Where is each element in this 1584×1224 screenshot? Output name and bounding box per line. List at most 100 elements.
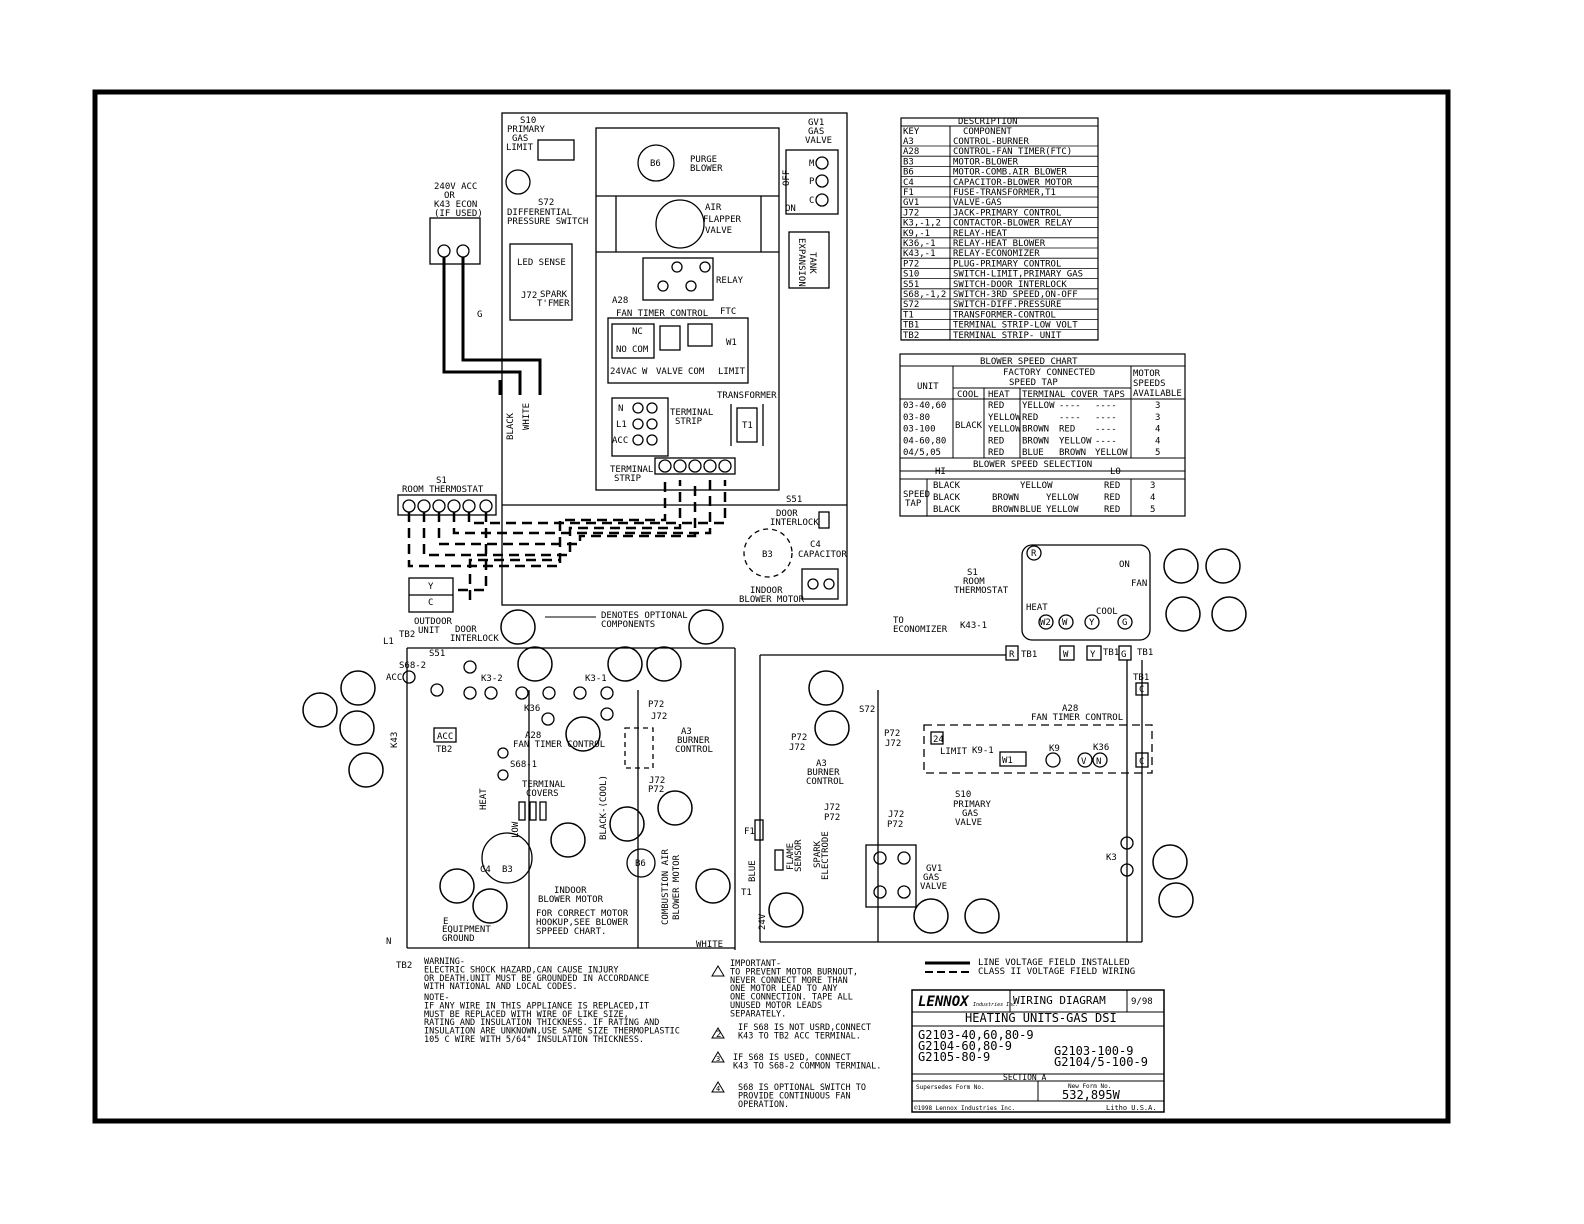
- label-room-thermostat: ROOM THERMOSTAT: [402, 485, 484, 495]
- warning-line: ELECTRIC SHOCK HAZARD,CAN CAUSE INJURY: [424, 965, 618, 975]
- speed-selection-cell: BLACK: [933, 505, 961, 515]
- speed-chart-unit-header: UNIT: [917, 382, 939, 392]
- label-j72-a: J72: [651, 712, 667, 722]
- label-p72-b: P72: [648, 785, 664, 795]
- label-limit: LIMIT: [506, 143, 534, 153]
- label-s72-lower: S72: [859, 705, 875, 715]
- legend-component-cell: SWITCH-DOOR INTERLOCK: [953, 280, 1067, 290]
- label-ftc: FTC: [720, 307, 736, 317]
- label-hookup-2: HOOKUP,SEE BLOWER: [536, 918, 629, 928]
- speed-chart-cover-cell: BROWN: [1022, 425, 1049, 435]
- label-spark-e-2: ELECTRODE: [821, 831, 831, 880]
- label-j72-e: J72: [824, 803, 840, 813]
- label-supply-3: K43 ECON: [434, 200, 477, 210]
- legend-component-cell: VALVE-GAS: [953, 198, 1002, 208]
- label-spark-2: T'FMER: [537, 299, 570, 309]
- speed-selection-cell: RED: [1104, 493, 1120, 503]
- label-black-cool: BLACK-(COOL): [599, 775, 609, 840]
- label-j72-c: J72: [789, 743, 805, 753]
- legend-component-cell: CAPACITOR-BLOWER MOTOR: [953, 178, 1073, 188]
- speed-chart-cool-value: BLACK: [955, 421, 983, 431]
- label-strip-1: TERMINAL: [610, 465, 653, 475]
- field-wiring: [442, 257, 542, 395]
- speed-chart-cover-cell: ----: [1095, 425, 1117, 435]
- legend-component-cell: SWITCH-3RD SPEED,ON-OFF: [953, 290, 1078, 300]
- warning-line: WARNING-: [424, 957, 465, 967]
- label-k3-1: K3-1: [585, 674, 607, 684]
- speed-chart-unit-cell: 03-80: [903, 413, 930, 423]
- label-com2: COM: [688, 367, 705, 377]
- note-line: MUST BE REPLACED WITH WIRE OF LIKE SIZE,: [424, 1010, 629, 1020]
- label-24-box: 24: [933, 735, 944, 745]
- speed-chart-unit-cell: 04-60,80: [903, 436, 946, 446]
- label-n-lower: N: [386, 937, 391, 947]
- label-p72-c: P72: [791, 733, 807, 743]
- speed-chart-cool-header: COOL: [957, 390, 979, 400]
- label-s51: S51: [786, 495, 802, 505]
- legend-key-cell: A3: [903, 137, 914, 147]
- note-line: NOTE-: [424, 993, 450, 1003]
- label-burner-r-2: CONTROL: [806, 777, 844, 787]
- note-line: 105 C WIRE WITH 5/64" INSULATION THICKNE…: [424, 1035, 644, 1045]
- doc-date: 9/98: [1131, 997, 1153, 1007]
- label-24vac: 24VAC: [610, 367, 637, 377]
- speed-selection-cell: BLACK: [933, 481, 961, 491]
- legend-component-cell: FUSE-TRANSFORMER,T1: [953, 188, 1056, 198]
- label-supply-2: OR: [444, 191, 455, 201]
- label-burner-1: BURNER: [677, 736, 710, 746]
- label-on-thermo: ON: [1119, 560, 1130, 570]
- label-tb2-bottom: TB2: [396, 961, 412, 971]
- speed-tap-label-2: TAP: [905, 499, 922, 509]
- label-e: E: [443, 917, 448, 927]
- label-tb2-top: TB2: [399, 630, 415, 640]
- label-c4: C4: [810, 540, 821, 550]
- sheet-border: [92, 89, 1451, 1124]
- label-s10-right: S10: [955, 790, 971, 800]
- important-line: NEVER CONNECT MORE THAN: [730, 976, 848, 986]
- label-outdoor-1: OUTDOOR: [414, 617, 453, 627]
- brand-sub: Industries Inc.: [973, 1002, 1018, 1008]
- relay-symbol: [642, 257, 714, 301]
- label-p72-a: P72: [648, 700, 664, 710]
- model-number: G2104/5-100-9: [1054, 1055, 1148, 1069]
- legend-title: DESCRIPTION: [958, 117, 1018, 127]
- label-p72-e: P72: [824, 813, 840, 823]
- label-k3-right: K3: [1106, 853, 1117, 863]
- label-b3: B3: [762, 550, 773, 560]
- label-n: N: [618, 404, 623, 414]
- speed-selection-cell: 4: [1150, 493, 1155, 503]
- legend-component-cell: CONTROL-FAN TIMER(FTC): [953, 147, 1072, 157]
- label-denotes-1: DENOTES OPTIONAL: [601, 611, 688, 621]
- label-m: M: [809, 159, 815, 169]
- label-j72: J72: [521, 291, 537, 301]
- legend-component-cell: TRANSFORMER-CONTROL: [953, 310, 1056, 320]
- label-indoor-lower-1: INDOOR: [554, 886, 587, 896]
- model-number: G2103-40,60,80-9: [918, 1028, 1034, 1042]
- speed-chart-cover-cell: ----: [1095, 436, 1117, 446]
- legend-key-cell: P72: [903, 259, 919, 269]
- speed-selection-cell: RED: [1104, 505, 1120, 515]
- speed-chart-unit-cell: 03-100: [903, 425, 936, 435]
- legend-key-cell: K36,-1: [903, 239, 936, 249]
- label-fan-timer-right: FAN TIMER CONTROL: [1031, 713, 1123, 723]
- label-f1: F1: [744, 827, 755, 837]
- important-line: IMPORTANT-: [730, 959, 781, 969]
- class-ii-wiring: [407, 480, 727, 600]
- label-indoor-2: BLOWER MOTOR: [739, 595, 805, 605]
- label-j72-f: J72: [888, 810, 904, 820]
- label-door-interlock-1: DOOR: [455, 625, 477, 635]
- label-s10-valve: VALVE: [955, 818, 982, 828]
- label-p: P: [809, 177, 815, 187]
- label-tb1-c: TB1: [1137, 648, 1153, 658]
- label-primary: PRIMARY: [507, 125, 546, 135]
- speed-chart-cover-cell: ----: [1059, 401, 1081, 411]
- model-number: G2104-60,80-9: [918, 1039, 1012, 1053]
- label-s68-1: S68-1: [510, 760, 537, 770]
- legend-key-cell: K43,-1: [903, 249, 936, 259]
- speed-chart-cover-cell: RED: [1022, 413, 1038, 423]
- wire-replacement-note: NOTE-IF ANY WIRE IN THIS APPLIANCE IS RE…: [424, 993, 680, 1045]
- label-t1: T1: [742, 421, 753, 431]
- label-y-tb1: Y: [1090, 650, 1096, 660]
